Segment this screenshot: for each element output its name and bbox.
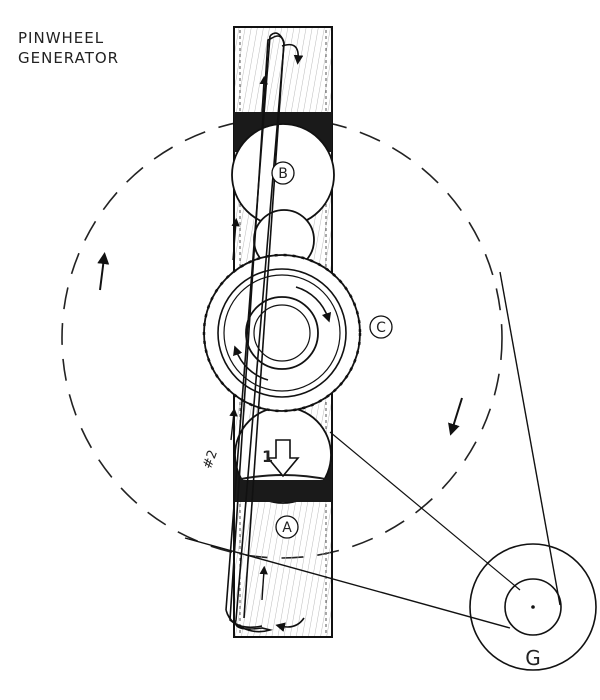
- belt-up-arrow-1: [259, 75, 268, 113]
- generator-belt-lower: [184, 537, 511, 629]
- gear-rotation-arrow-1: [295, 286, 332, 323]
- generator-belt-upper: [499, 271, 561, 606]
- wheel-arrow-right: [448, 397, 463, 436]
- diagram-title: PINWHEEL GENERATOR: [18, 28, 119, 68]
- generator-axle: [531, 605, 535, 609]
- dark-band-bottom-cover: [234, 480, 332, 502]
- belt-up-arrow-4: [259, 565, 268, 601]
- belt-2-edge-1: [225, 35, 271, 611]
- label-g: G: [525, 646, 541, 670]
- label-weight-number: 1: [262, 447, 273, 466]
- gear-c-hub-outer: [245, 296, 319, 370]
- belt-2-edge-2: [243, 41, 285, 619]
- gear-c-band: [223, 274, 341, 392]
- top-rotation-arrow: [281, 43, 304, 65]
- wheel-arrow-left: [97, 252, 110, 291]
- label-circle-a: [275, 515, 299, 539]
- title-line-1: PINWHEEL: [18, 29, 105, 47]
- title-line-2: GENERATOR: [18, 49, 120, 67]
- label-b: B: [278, 166, 288, 182]
- label-circle-c: [369, 315, 393, 339]
- weight-down-arrow-icon: [266, 439, 300, 478]
- label-c: C: [376, 320, 386, 336]
- gear-rotation-arrow-2: [233, 345, 269, 381]
- gear-c-outer: [203, 254, 361, 412]
- belt-2-top-curve: [269, 32, 285, 43]
- bottom-rotation-arrow: [275, 617, 305, 632]
- generator-belt-mid: [329, 431, 521, 591]
- gear-c-hub-inner: [253, 304, 311, 362]
- belt-up-arrow-3: [229, 407, 238, 441]
- belt-2-bottom-curve: [225, 609, 263, 629]
- label-a: A: [282, 520, 292, 536]
- belt-up-arrow-2: [231, 217, 240, 261]
- label-circle-b: [271, 161, 295, 185]
- label-belt-number: #2: [200, 448, 221, 471]
